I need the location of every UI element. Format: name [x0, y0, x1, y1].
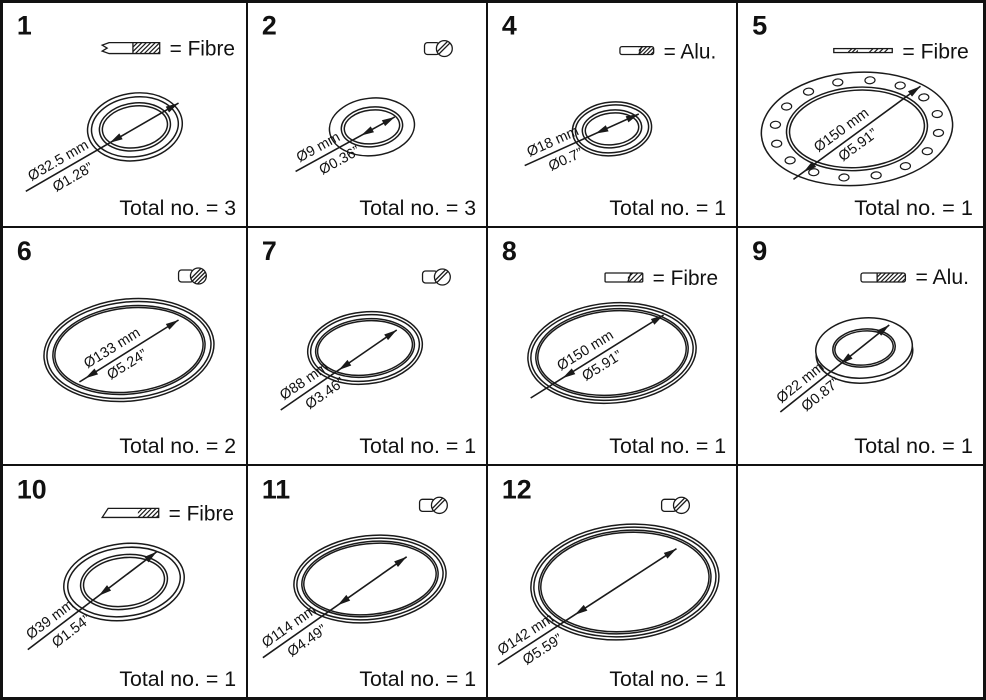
part-number: 1 [17, 11, 32, 41]
diameter-arrow [779, 324, 890, 413]
total-count-label: Total no. = 1 [609, 667, 726, 691]
part-number: 7 [262, 236, 277, 266]
total-count-label: Total no. = 3 [359, 196, 476, 220]
gasket-drawing [328, 97, 416, 157]
part-number: 8 [502, 236, 517, 266]
diameter-arrow [280, 329, 398, 411]
gasket-drawing [306, 310, 424, 386]
gasket-drawing [527, 301, 697, 405]
material-label: = Fibre [170, 38, 235, 61]
gasket-drawing [530, 523, 720, 641]
gasket-drawing [86, 92, 184, 162]
material-label: = Fibre [653, 267, 718, 290]
gasket-drawing [293, 534, 447, 624]
diameter-arrow [78, 319, 179, 383]
metal-cylinder-icon [418, 496, 448, 515]
part-number: 11 [262, 474, 290, 504]
gasket-drawing [571, 101, 653, 157]
metal-cylinder-icon [660, 496, 691, 515]
diameter-arrow [530, 314, 665, 399]
diameter-arrow [262, 556, 408, 659]
total-count-label: Total no. = 2 [119, 434, 236, 458]
total-count-label: Total no. = 1 [119, 667, 236, 691]
part-number: 5 [752, 11, 767, 41]
gasket-drawing [760, 71, 954, 187]
fibre-material-icon [604, 272, 644, 283]
part-number: 12 [502, 474, 532, 504]
part-number: 4 [502, 11, 517, 41]
gasket-drawing [43, 297, 215, 403]
total-count-label: Total no. = 1 [359, 434, 476, 458]
gasket-drawing [814, 317, 914, 384]
empty-cell [738, 466, 983, 697]
total-count-label: Total no. = 1 [609, 434, 726, 458]
total-count-label: Total no. = 1 [854, 433, 973, 458]
total-count-label: Total no. = 1 [854, 196, 973, 220]
total-count-label: Total no. = 1 [609, 196, 726, 220]
fibre-material-icon [833, 47, 893, 54]
diameter-arrow [27, 551, 158, 651]
total-count-label: Total no. = 3 [119, 196, 236, 220]
material-label: = Alu. [664, 41, 717, 64]
part-number: 6 [17, 236, 32, 266]
metal-cylinder-icon [177, 267, 207, 285]
diameter-arrow [792, 85, 921, 181]
part-number: 10 [17, 474, 47, 504]
metal-cylinder-icon [423, 40, 453, 58]
diameter-arrow [524, 113, 640, 167]
diameter-arrow [25, 102, 179, 192]
total-count-label: Total no. = 1 [359, 667, 476, 691]
material-label: = Alu. [915, 266, 969, 289]
gasket-drawing [63, 542, 185, 622]
material-label: = Fibre [169, 502, 234, 525]
material-label: = Fibre [902, 41, 968, 64]
part-number: 9 [752, 235, 767, 266]
part-number: 2 [262, 11, 277, 41]
metal-cylinder-icon [421, 268, 451, 286]
diameter-arrow [497, 548, 677, 666]
diameter-arrow [295, 116, 396, 173]
